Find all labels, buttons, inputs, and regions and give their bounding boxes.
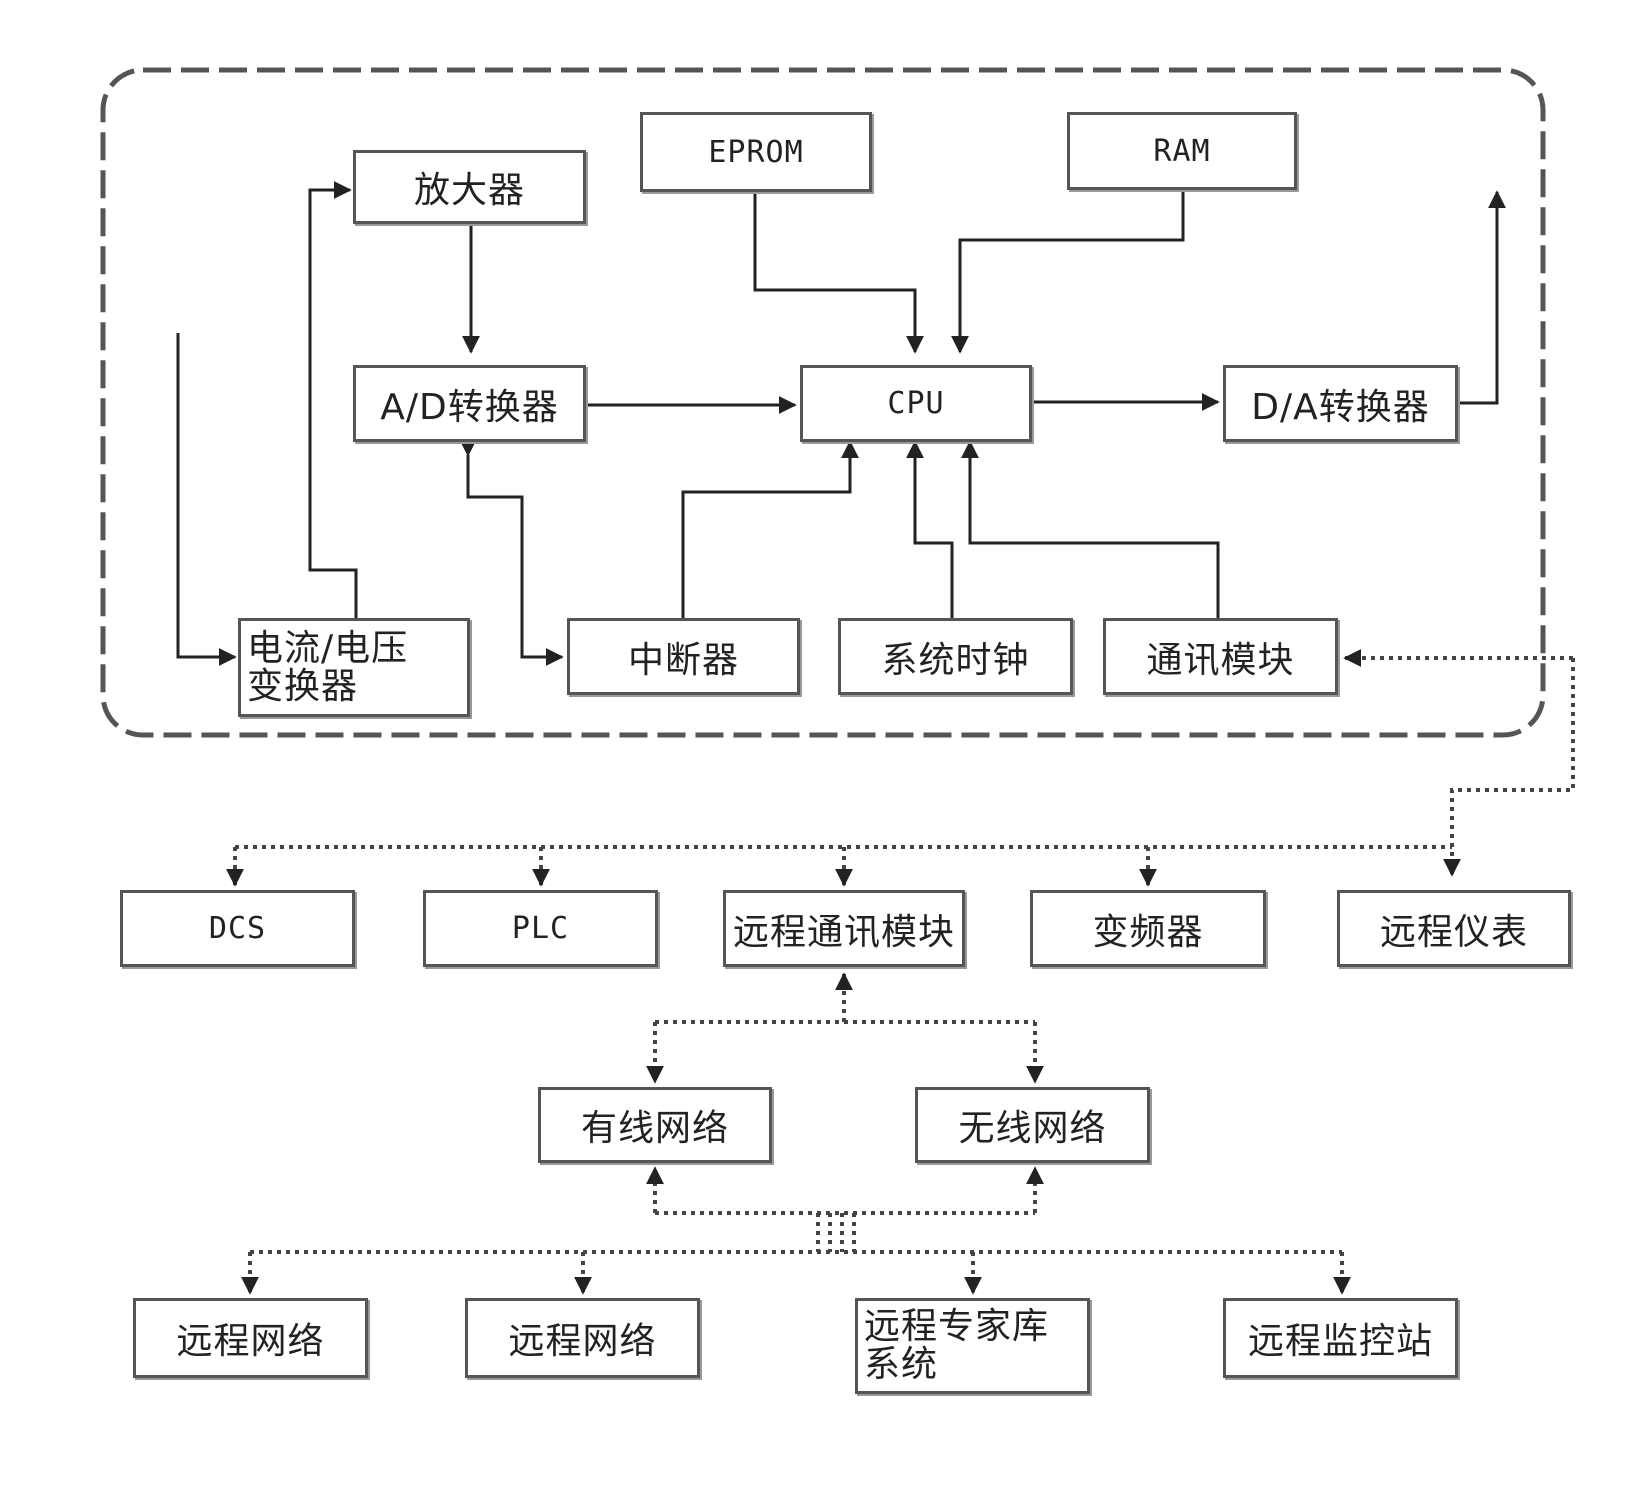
- plc-block: PLC: [423, 890, 658, 967]
- cv-converter-line2: 变换器: [247, 665, 359, 707]
- da-converter-block: D/A转换器: [1223, 365, 1458, 442]
- connector-cv-amp: [308, 181, 358, 618]
- dcs-block: DCS: [120, 890, 355, 967]
- remote-network-1-block: 远程网络: [133, 1298, 368, 1378]
- connector-input-cv: [176, 333, 237, 666]
- inverter-block: 变频器: [1030, 890, 1266, 967]
- interrupter-block: 中断器: [567, 618, 800, 695]
- current-voltage-converter-block: 电流/电压 变换器: [238, 618, 470, 717]
- expert-line2: 系统: [864, 1344, 939, 1385]
- solid-connectors: [176, 181, 1506, 666]
- connector-interrupter-cpu: [681, 440, 859, 618]
- connector-ad-interrupter: [459, 438, 564, 666]
- expert-line1: 远程专家库: [864, 1306, 1050, 1347]
- remote-network-2-block: 远程网络: [465, 1298, 700, 1378]
- remote-monitor-station-block: 远程监控站: [1223, 1298, 1458, 1378]
- wired-network-block: 有线网络: [538, 1087, 772, 1163]
- connector-comm-cpu: [961, 440, 1220, 618]
- dotted-connectors: [226, 649, 1575, 1295]
- remote-expert-system-block: 远程专家库 系统: [855, 1298, 1090, 1394]
- comm-module-block: 通讯模块: [1103, 618, 1338, 695]
- eprom-block: EPROM: [640, 112, 872, 192]
- connector-ram-cpu: [951, 190, 1185, 354]
- bus-comm-external: [1443, 658, 1575, 877]
- cv-converter-line1: 电流/电压: [247, 627, 409, 669]
- ad-converter-block: A/D转换器: [353, 365, 586, 442]
- remote-comm-module-block: 远程通讯模块: [723, 890, 965, 967]
- connector-da-output: [1458, 190, 1506, 405]
- remote-meter-block: 远程仪表: [1337, 890, 1571, 967]
- amplifier-block: 放大器: [353, 150, 586, 224]
- cpu-block: CPU: [800, 365, 1032, 442]
- connector-eprom-cpu: [753, 192, 924, 354]
- device-enclosure: [100, 67, 1546, 738]
- system-clock-block: 系统时钟: [838, 618, 1073, 695]
- connector-clock-cpu: [906, 440, 954, 618]
- wireless-network-block: 无线网络: [915, 1087, 1150, 1163]
- ram-block: RAM: [1067, 112, 1297, 190]
